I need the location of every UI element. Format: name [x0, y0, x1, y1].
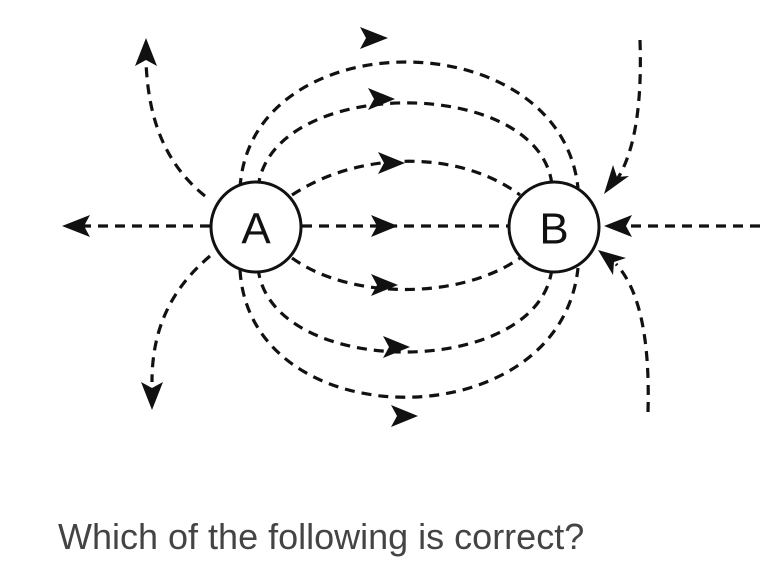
- charge-b-label: B: [539, 205, 568, 254]
- charge-a: A: [209, 180, 303, 274]
- arrow-icon: [391, 405, 418, 427]
- field-line-arc-bottom-outer: [238, 267, 580, 399]
- arrow-icon: [371, 274, 398, 296]
- field-line-arc-top-inner: [291, 159, 521, 197]
- arrow-icon: [135, 38, 157, 66]
- arrow-icon: [604, 215, 632, 237]
- field-line-arc-top-middle: [256, 101, 554, 189]
- question-text: Which of the following is correct?: [58, 516, 585, 557]
- field-line-b-upper-right: [616, 39, 642, 179]
- electric-field-diagram: A B: [62, 27, 760, 427]
- field-line-a-upper-left: [144, 61, 207, 198]
- arrow-icon: [604, 165, 629, 194]
- arrow-icon: [378, 152, 405, 174]
- charge-a-circle: [209, 180, 303, 274]
- field-line-a-lower-left: [150, 254, 212, 383]
- arrow-icon: [598, 250, 626, 275]
- arrow-icon: [368, 88, 395, 110]
- charge-a-label: A: [241, 205, 271, 254]
- charge-b: B: [507, 180, 601, 274]
- field-line-arc-top-outer: [238, 60, 580, 189]
- arrow-icon: [62, 215, 90, 237]
- arrow-icon: [383, 336, 410, 358]
- field-line-arc-bottom-middle: [256, 267, 554, 354]
- charge-b-circle: [507, 180, 601, 274]
- field-line-b-lower-right: [614, 262, 650, 413]
- arrow-icon: [360, 27, 388, 49]
- field-line-arc-bottom-inner: [291, 256, 521, 292]
- arrow-icon: [371, 215, 398, 237]
- arrow-icon: [141, 382, 163, 410]
